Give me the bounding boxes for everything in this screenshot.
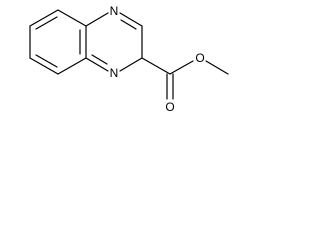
bond-benzene-inner-2 [35,54,58,68]
ester-group [141,57,229,100]
bond-pyrazine-inner-2 [91,54,108,65]
pyrazine-ring [85,12,143,72]
atom-label-n-top: N [110,4,119,18]
bond-benzene-inner-1 [35,16,58,30]
bond-carbonyl-to-ester-o [169,60,194,75]
structure-canvas: N N O O [0,0,248,137]
bond-benzene-1 [29,9,59,27]
bond-pyrazine-inner-1 [120,19,137,30]
benzene-ring [29,9,87,75]
chemical-structure: N N O O [29,4,229,114]
bond-pyrazine-4 [119,57,143,72]
bond-benzene-6 [57,9,87,27]
atom-label-o-carbonyl: O [165,100,174,114]
bond-pyrazine-5 [85,57,109,72]
bond-benzene-4 [57,57,87,75]
bond-ester-o-to-methyl [205,60,229,75]
bond-pyrazine-2 [119,12,143,27]
atom-label-n-bottom: N [110,66,119,80]
atom-label-o-ester: O [195,51,204,65]
bond-benzene-3 [29,57,59,75]
bond-ring-to-carbonyl [141,57,171,75]
bond-pyrazine-1 [85,12,109,27]
